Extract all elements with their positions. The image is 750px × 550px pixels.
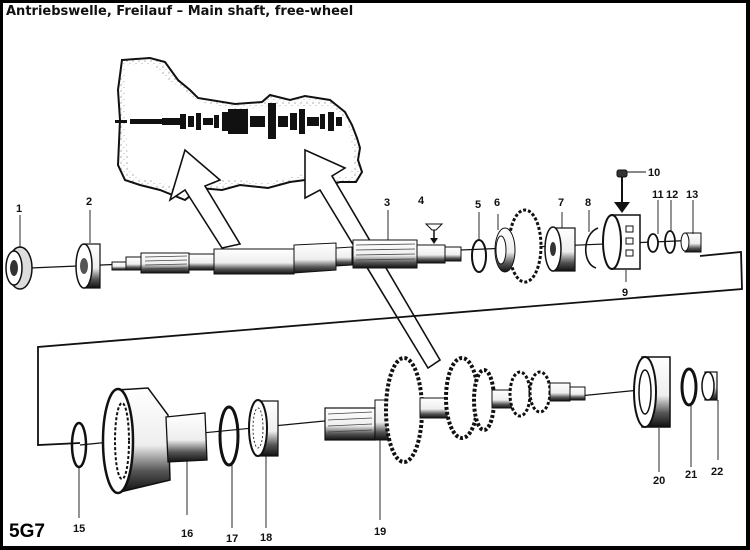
label-part-4: 4 (418, 195, 425, 207)
connector-lines (37, 251, 743, 446)
label-part-1: 1 (16, 203, 22, 215)
part-22-nut (701, 371, 718, 401)
label-part-16: 16 (181, 528, 193, 540)
label-part-18: 18 (260, 532, 272, 544)
figure-code: 5G7 (9, 521, 45, 542)
label-part-9: 9 (622, 287, 628, 299)
part-3-main-shaft (111, 239, 462, 275)
part-8-spring-ring (584, 227, 599, 269)
part-labels: 1 2 3 4 5 6 7 8 9 10 11 12 13 15 16 17 1… (16, 167, 723, 545)
label-part-15: 15 (73, 523, 85, 535)
part-5-circlip (471, 239, 487, 273)
part-4-key (424, 223, 444, 244)
part-21-washer (680, 367, 698, 407)
label-part-17: 17 (226, 533, 238, 545)
part-2-bearing (75, 243, 101, 289)
part-11-washer (647, 233, 659, 253)
label-part-10: 10 (648, 167, 660, 179)
part-10-roller (614, 169, 646, 213)
label-part-19: 19 (374, 526, 386, 538)
label-part-13: 13 (686, 189, 698, 201)
label-part-21: 21 (685, 469, 697, 481)
part-1-bearing (5, 246, 33, 290)
leader-lines (19, 200, 719, 528)
label-part-2: 2 (86, 196, 92, 208)
label-part-22: 22 (711, 466, 723, 478)
label-part-3: 3 (384, 197, 390, 209)
label-part-6: 6 (494, 197, 500, 209)
diagram-title: Antriebswelle, Freilauf – Main shaft, fr… (6, 4, 354, 19)
part-16-freewheel-housing (101, 387, 208, 495)
part-18-needle-bearing (248, 399, 279, 457)
label-part-12: 12 (666, 189, 678, 201)
inset-main-shaft (115, 103, 342, 139)
part-6-gear (494, 208, 543, 284)
label-part-11: 11 (652, 189, 664, 201)
part-9-roller-cage (602, 214, 641, 270)
part-19-gear-shaft-cluster (324, 356, 586, 464)
part-20-ball-bearing (633, 356, 671, 428)
part-17-circlip (218, 405, 240, 467)
part-12-circlip (664, 230, 676, 254)
part-13-bush (680, 232, 702, 253)
label-part-7: 7 (558, 197, 564, 209)
label-part-8: 8 (585, 197, 591, 209)
part-7-freewheel-hub (544, 226, 576, 272)
label-part-20: 20 (653, 475, 665, 487)
label-part-5: 5 (475, 199, 481, 211)
